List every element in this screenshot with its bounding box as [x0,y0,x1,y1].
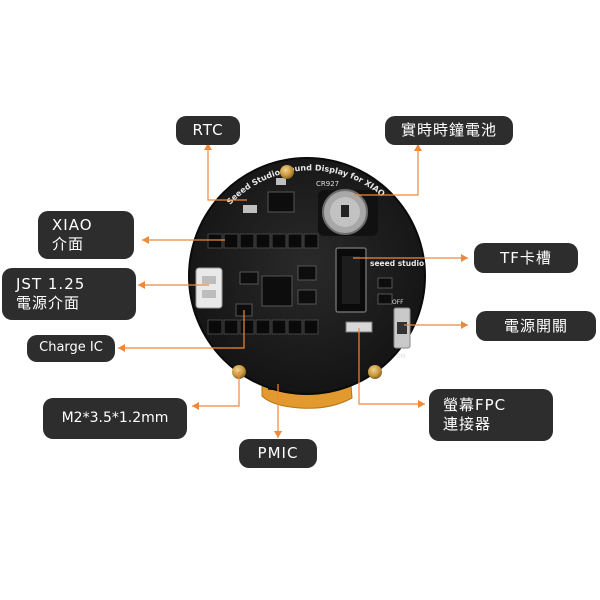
xiao-header-top [207,233,319,249]
battery-model-text: CR927 [316,180,339,188]
brand-text: seeed studio [370,259,424,268]
screw-right [368,365,382,379]
switch-on-text: ON [396,353,405,360]
label-battery-holder: 實時時鐘電池 [385,116,513,145]
rtc-chip [267,191,295,213]
label-fpc-connector: 螢幕FPC 連接器 [429,389,553,441]
label-power-switch: 電源開關 [476,311,596,341]
switch-off-text: OFF [392,299,404,306]
label-screw: M2*3.5*1.2mm [43,398,187,439]
leader-arrowheads [118,143,468,438]
screw-top [280,165,294,179]
leader-charge-ic [118,310,245,349]
label-jst-interface: JST 1.25 電源介面 [2,268,136,320]
label-pmic: PMIC [239,439,317,468]
leader-fpc [358,328,425,405]
leader-rtc [207,143,247,201]
jst-connector [195,267,223,309]
label-rtc: RTC [176,116,240,145]
leader-screw [192,372,240,407]
label-xiao-interface: XIAO 介面 [38,211,134,259]
label-charge-ic: Charge IC [27,335,115,362]
leader-battery [354,144,419,196]
xiao-header-bottom [207,319,319,335]
power-switch-knob [397,322,407,334]
leader-lines [118,143,468,438]
label-tf-slot: TF卡槽 [474,243,578,273]
